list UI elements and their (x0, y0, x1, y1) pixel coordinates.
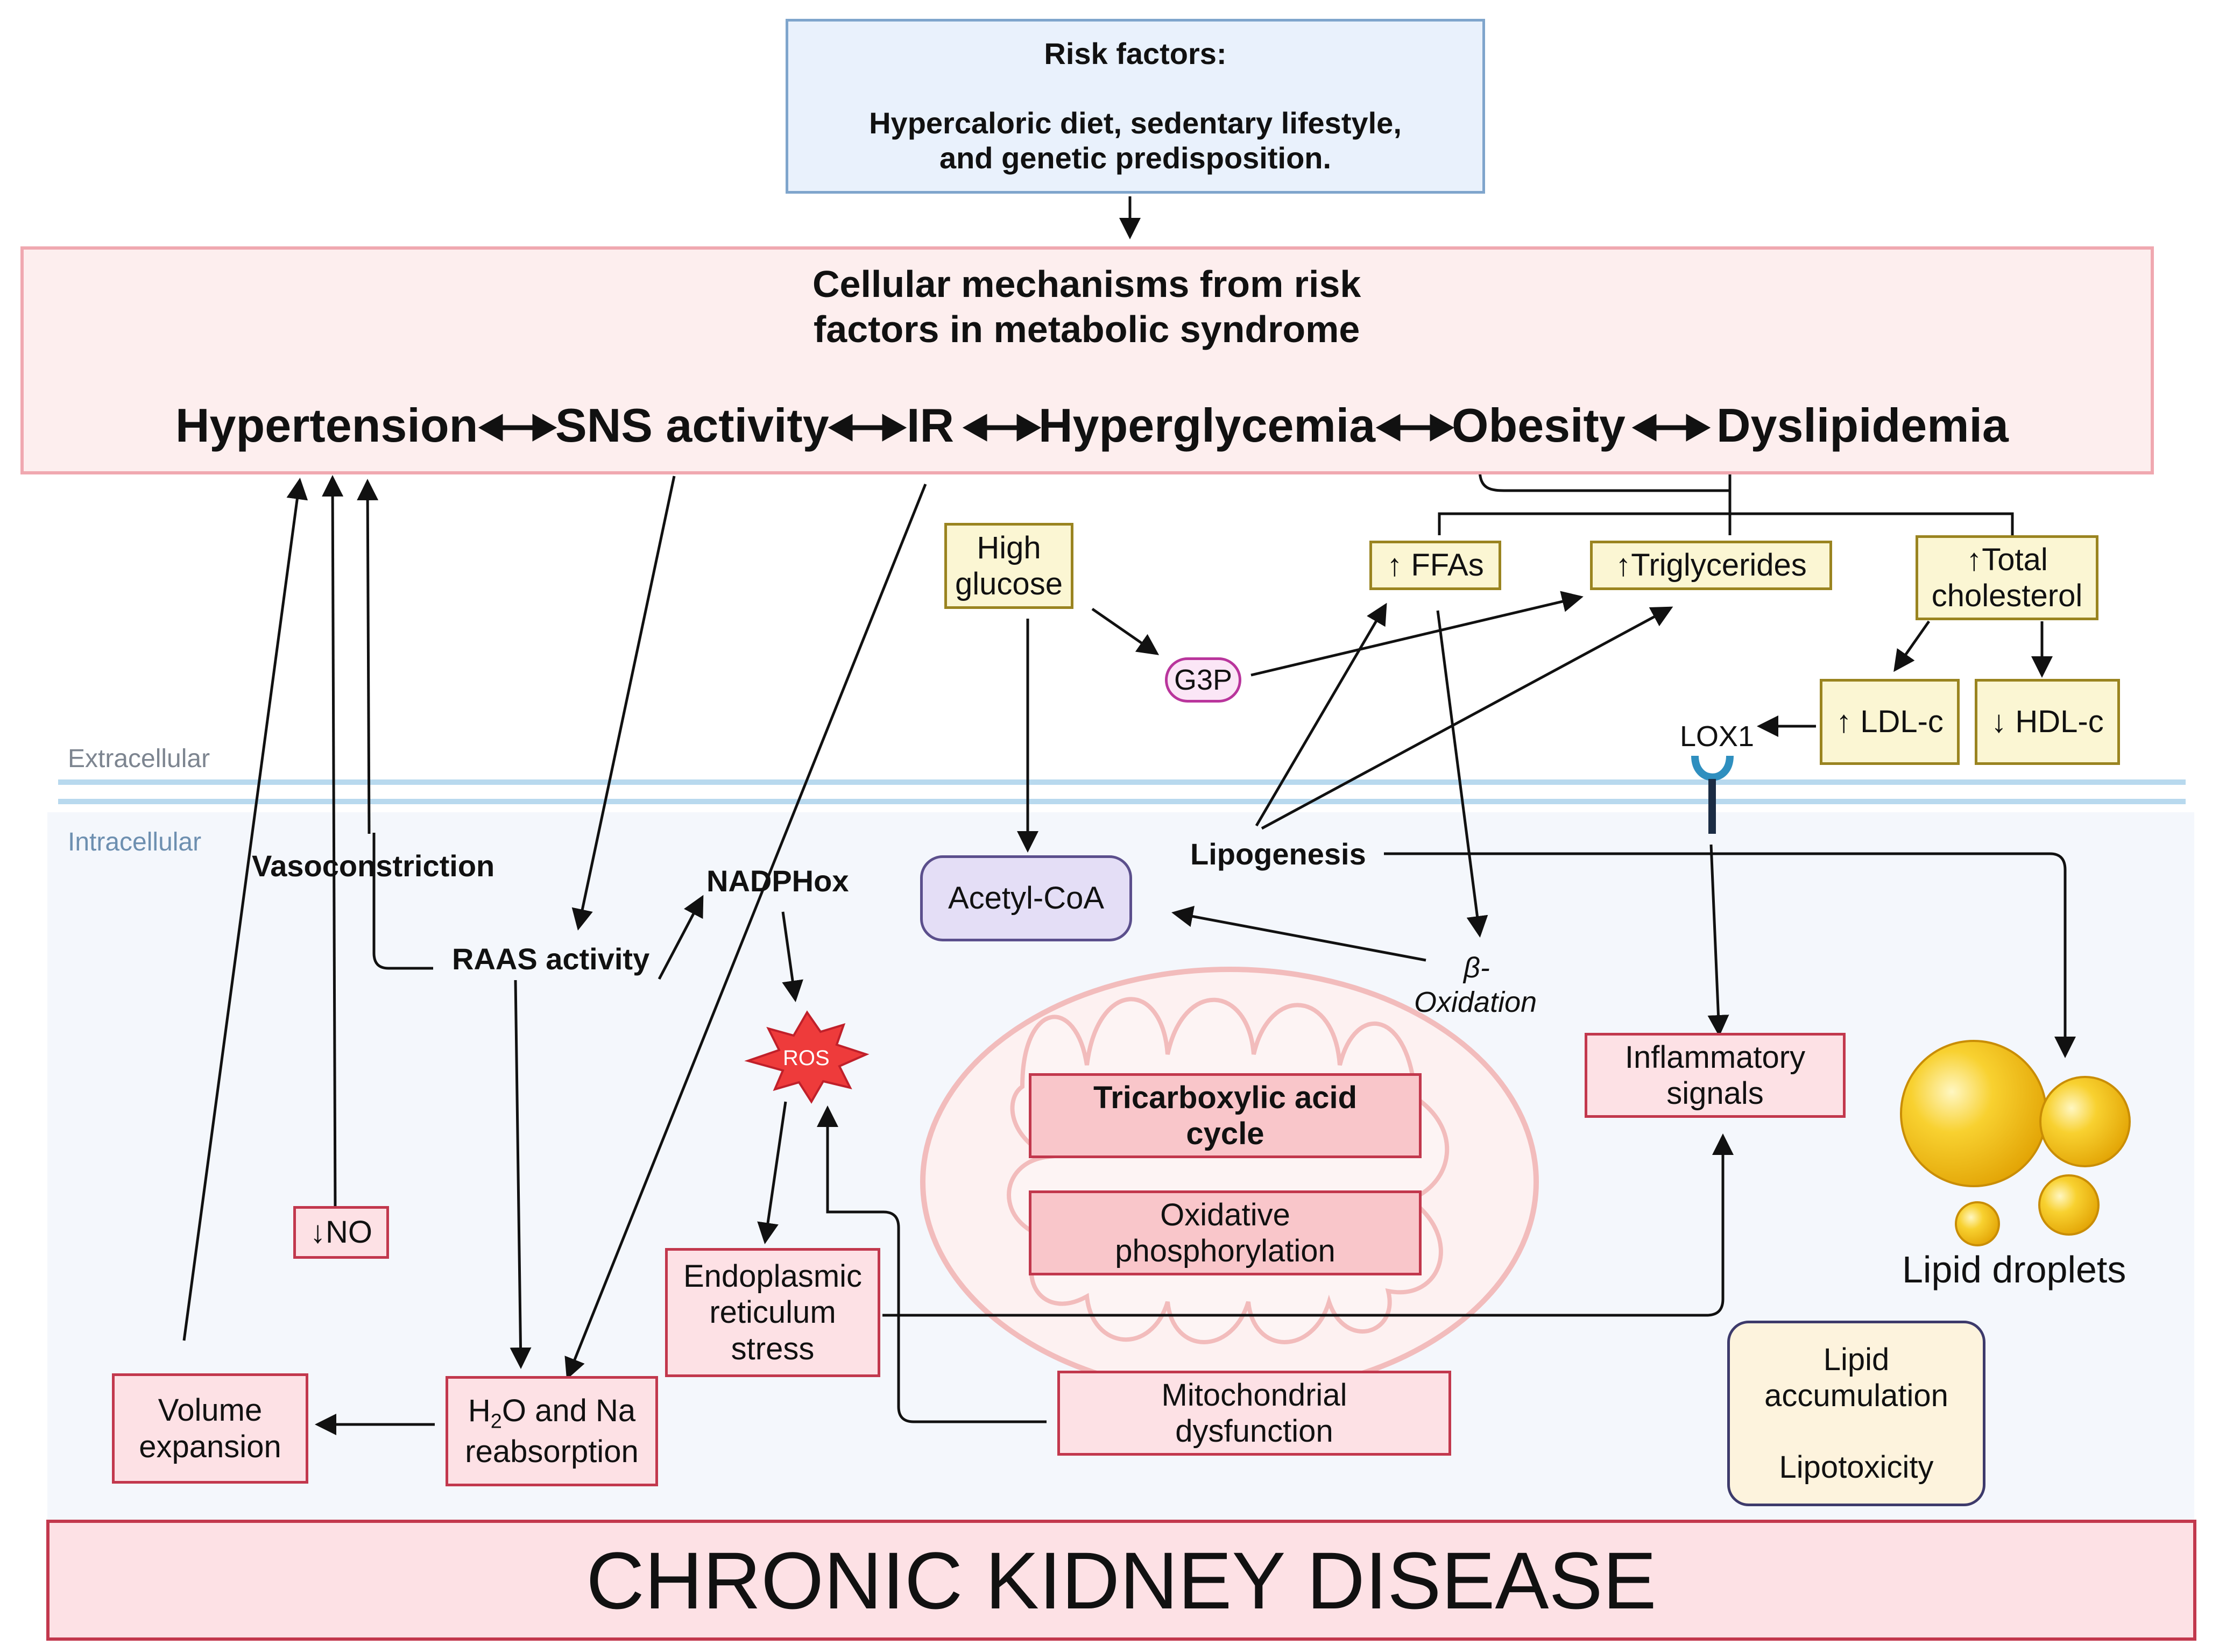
g3p-label: G3P (1174, 663, 1233, 696)
hypertension-label: Hypertension (175, 399, 478, 452)
er-stress-line2: reticulum (709, 1295, 836, 1330)
no-label: ↓NO (310, 1215, 372, 1250)
lipid-accumulation-box: Lipid accumulation Lipotoxicity (1727, 1321, 1985, 1506)
intracellular-label: Intracellular (68, 828, 202, 856)
g3p-badge: G3P (1165, 657, 1241, 703)
er-stress-line1: Endoplasmic (683, 1259, 863, 1294)
total-cholesterol-box: ↑Total cholesterol (1916, 535, 2098, 620)
risk-factors-line1: Hypercaloric diet, sedentary lifestyle, (869, 106, 1402, 140)
inflammatory-line2: signals (1666, 1076, 1764, 1111)
obesity-label: Obesity (1452, 399, 1626, 452)
triglycerides-label: ↑Triglycerides (1615, 548, 1807, 583)
ffas-label: ↑ FFAs (1387, 548, 1484, 583)
lipid-accumulation-line2: accumulation (1764, 1378, 1948, 1413)
h2o-na-reabsorption-box: H2O and Na reabsorption (446, 1376, 658, 1486)
er-stress-box: Endoplasmic reticulum stress (665, 1248, 880, 1377)
mechanisms-title-2: factors in metabolic syndrome (814, 308, 1360, 350)
hyperglycemia-label: Hyperglycemia (1038, 399, 1376, 452)
ckd-title: CHRONIC KIDNEY DISEASE (586, 1535, 1657, 1626)
risk-factors-title: Risk factors: (1044, 37, 1227, 71)
mito-dysfunction-line2: dysfunction (1175, 1414, 1333, 1449)
triglycerides-box: ↑Triglycerides (1590, 541, 1832, 590)
acetyl-coa-label: Acetyl-CoA (948, 881, 1105, 916)
nadphox-label: NADPHox (706, 864, 849, 898)
sns-activity-label: SNS activity (555, 399, 829, 452)
high-glucose-box: High glucose (944, 523, 1073, 609)
h2o-h: H (468, 1393, 491, 1429)
lox1-label: LOX1 (1680, 720, 1755, 753)
ckd-box: CHRONIC KIDNEY DISEASE (46, 1520, 2196, 1641)
tca-cycle-line2: cycle (1186, 1116, 1264, 1151)
ir-label: IR (907, 399, 954, 452)
total-cholesterol-line2: cholesterol (1931, 578, 2083, 613)
lipid-droplets-illustration (1900, 1040, 2131, 1246)
beta-oxidation-line1: β- (1464, 952, 1490, 984)
lox1-receptor (1691, 755, 1734, 781)
ffas-box: ↑ FFAs (1369, 541, 1501, 590)
high-glucose-line2: glucose (955, 566, 1063, 601)
inflammatory-line1: Inflammatory (1624, 1039, 1806, 1075)
acetyl-coa-box: Acetyl-CoA (920, 855, 1132, 941)
tca-cycle-box: Tricarboxylic acid cycle (1029, 1073, 1422, 1158)
volume-expansion-line2: expansion (139, 1429, 281, 1464)
oxidative-phosphorylation-box: Oxidative phosphorylation (1029, 1190, 1422, 1275)
tca-cycle-line1: Tricarboxylic acid (1093, 1080, 1358, 1115)
raas-activity-label: RAAS activity (452, 942, 650, 976)
ros-starburst (744, 1010, 870, 1104)
hdl-box: ↓ HDL-c (1975, 679, 2120, 765)
beta-oxidation-line2: Oxidation (1414, 986, 1537, 1018)
risk-factors-box: Risk factors: Hypercaloric diet, sedenta… (786, 19, 1485, 194)
h2o-na-line1: H2O and Na (468, 1393, 635, 1434)
lipotoxicity-label: Lipotoxicity (1779, 1450, 1934, 1485)
risk-factors-line2: and genetic predisposition. (939, 140, 1332, 175)
mechanisms-title-1: Cellular mechanisms from risk (812, 263, 1361, 305)
high-glucose-line1: High (977, 530, 1041, 565)
h2o-na-line2: reabsorption (465, 1434, 639, 1469)
h2o-rest: O and Na (501, 1393, 636, 1429)
oxphos-line1: Oxidative (1160, 1197, 1290, 1232)
oxphos-line2: phosphorylation (1115, 1233, 1335, 1268)
total-cholesterol-line1: ↑Total (1966, 542, 2048, 577)
volume-expansion-line1: Volume (158, 1393, 263, 1428)
mitochondrial-dysfunction-box: Mitochondrial dysfunction (1057, 1371, 1451, 1456)
dyslipidemia-label: Dyslipidemia (1716, 399, 2009, 452)
inflammatory-signals-box: Inflammatory signals (1585, 1033, 1846, 1118)
h2o-subscript: 2 (490, 1410, 502, 1433)
mito-dysfunction-line1: Mitochondrial (1161, 1377, 1347, 1413)
er-stress-line3: stress (731, 1331, 815, 1366)
vasoconstriction-label: Vasoconstriction (252, 849, 495, 883)
mechanisms-box (20, 246, 2154, 474)
lipid-droplets-label: Lipid droplets (1902, 1249, 2126, 1291)
lipogenesis-label: Lipogenesis (1190, 837, 1366, 871)
ldl-box: ↑ LDL-c (1820, 679, 1960, 765)
ldl-label: ↑ LDL-c (1836, 704, 1944, 740)
cell-membrane (58, 779, 2186, 804)
volume-expansion-box: Volume expansion (112, 1373, 308, 1484)
extracellular-label: Extracellular (68, 745, 210, 773)
ros-label: ROS (783, 1046, 830, 1070)
no-box: ↓NO (293, 1206, 389, 1259)
lipid-accumulation-line1: Lipid (1823, 1342, 1890, 1377)
hdl-label: ↓ HDL-c (1991, 704, 2104, 740)
